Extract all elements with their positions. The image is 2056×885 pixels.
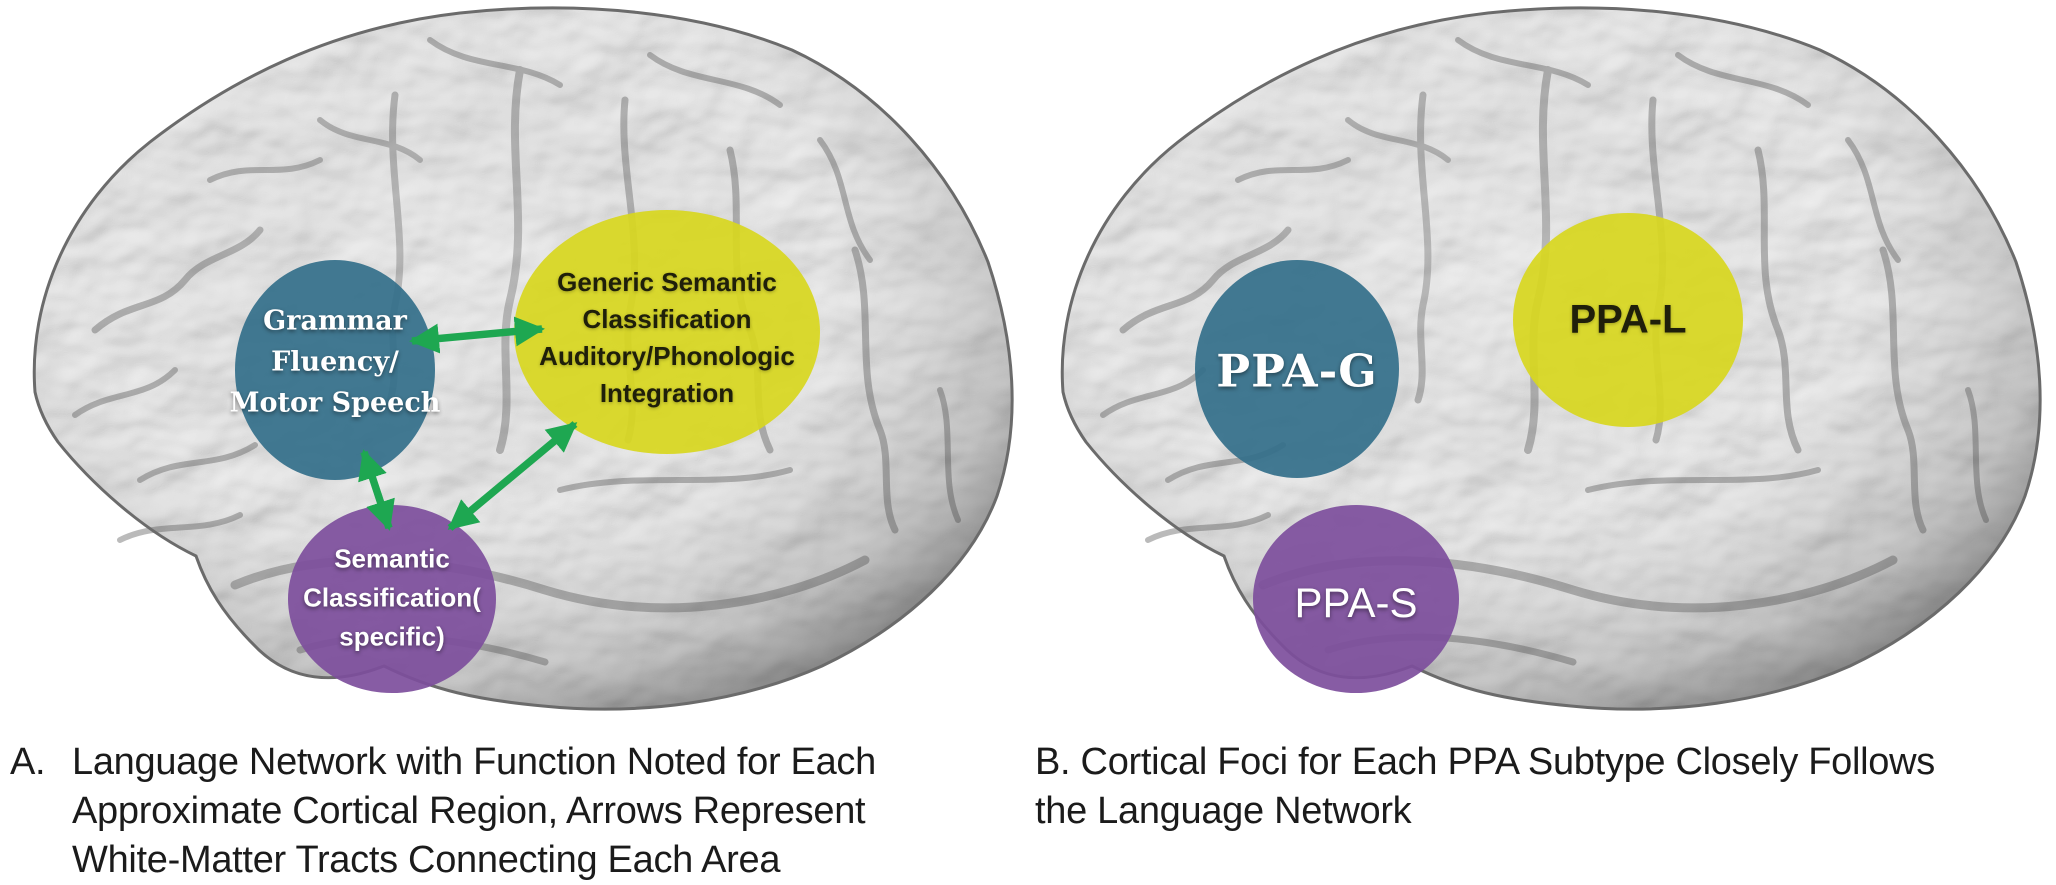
region-circle-semantic-specific (288, 505, 496, 693)
caption-a-text: Language Network with Function Noted for… (72, 741, 876, 881)
caption-a-marker: A. (10, 741, 46, 783)
white-matter-tract-arrows (358, 316, 578, 531)
caption-b-text: B. Cortical Foci for Each PPA Subtype Cl… (1035, 741, 1935, 832)
arrow-frontal-to-temporoparietal (409, 316, 545, 354)
region-circle-ppa-g (1195, 260, 1399, 478)
caption-panel-b: B. Cortical Foci for Each PPA Subtype Cl… (1035, 738, 2050, 836)
arrow-frontal-to-anterior-temporal (358, 449, 395, 531)
region-circle-ppa-s (1253, 505, 1459, 693)
region-circle-grammar-fluency (235, 260, 435, 480)
region-circle-ppa-l (1513, 213, 1743, 427)
caption-panel-a: A. Language Network with Function Noted … (10, 738, 1020, 885)
region-circle-generic-semantic (514, 210, 820, 454)
brain-figure-svg (0, 0, 2056, 730)
arrow-anterior-temporal-to-temporoparietal (447, 421, 578, 531)
